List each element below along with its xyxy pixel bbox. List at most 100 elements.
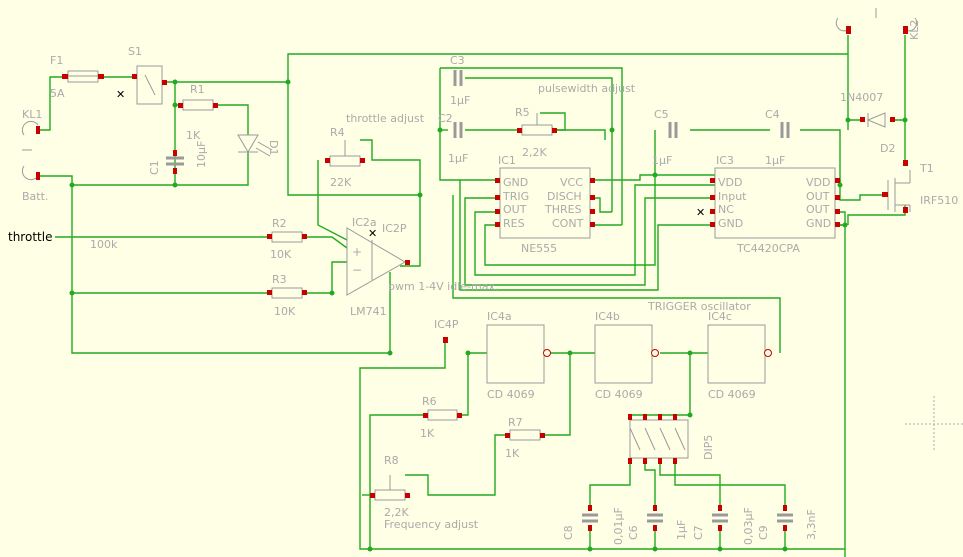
r7-label: R7	[508, 416, 523, 429]
c5-value: 1µF	[652, 154, 672, 167]
r3-label: R3	[272, 273, 287, 286]
pwm-note: pwm 1-4V idle-max.	[388, 280, 498, 293]
opamp-ic2a[interactable]: + − ✕	[346, 227, 410, 296]
led-d1[interactable]	[237, 134, 273, 157]
kl1-label: KL1	[22, 108, 42, 121]
r1-label: R1	[190, 83, 205, 96]
ic2-type: LM741	[350, 305, 387, 318]
resistor-r1[interactable]	[178, 99, 218, 111]
ic3-pin-out-2: OUT	[806, 203, 830, 216]
r7-value: 1K	[505, 447, 520, 460]
ic4a-type: CD 4069	[487, 388, 535, 401]
capacitor-c1[interactable]	[166, 150, 184, 174]
f1-label: F1	[50, 54, 63, 67]
trigger-note: TRIGGER oscillator	[647, 300, 751, 313]
r3-value: 10K	[274, 305, 296, 318]
potentiometer-r4[interactable]	[325, 140, 365, 167]
r5-value: 2,2K	[522, 146, 547, 159]
inverter-ic4c[interactable]	[707, 324, 772, 384]
ic3-pin-nc: NC	[718, 203, 734, 216]
potentiometer-r5[interactable]	[517, 113, 557, 136]
ic1-pin-gnd: GND	[503, 176, 528, 189]
capacitor-c8[interactable]	[582, 505, 598, 531]
t1-label: T1	[919, 162, 934, 175]
ic4b-type: CD 4069	[595, 388, 643, 401]
dip-label: DIP5	[702, 435, 715, 460]
inverter-ic4b[interactable]	[594, 324, 659, 384]
d1-label: D1	[267, 140, 280, 155]
ic3-pin-gnd-left: GND	[718, 217, 743, 230]
ic1-pin-thres: THRES	[544, 203, 582, 216]
t1-type: IRF510	[920, 194, 958, 207]
ic4c-type: CD 4069	[708, 388, 756, 401]
mosfet-t1[interactable]	[882, 160, 911, 213]
capacitor-c6[interactable]	[647, 505, 663, 531]
ic3-tc4420[interactable]: VDD Input NC GND VDD OUT OUT GND ✕	[696, 167, 840, 239]
dip-switch[interactable]	[628, 414, 689, 464]
r8-note: Frequency adjust	[384, 518, 479, 531]
switch-s1[interactable]: ✕	[116, 65, 167, 105]
capacitor-c9[interactable]	[777, 505, 793, 531]
s1-label: S1	[128, 45, 142, 58]
ic1-pin-disch: DISCH	[547, 190, 582, 203]
c3-label: C3	[450, 54, 465, 67]
ic2p-label: IC2P	[382, 222, 407, 235]
c6-value: 1µF	[675, 520, 688, 540]
r6-label: R6	[422, 395, 437, 408]
ic1-pin-trig: TRIG	[502, 190, 529, 203]
capacitor-c7[interactable]	[712, 505, 728, 531]
c8-label: C8	[562, 525, 575, 540]
junction-dots	[69, 79, 908, 552]
diode-1n4007-label: 1N4007	[840, 91, 883, 104]
resistor-r2[interactable]	[267, 231, 307, 243]
svg-text:−: −	[352, 263, 362, 277]
resistor-r7[interactable]	[505, 429, 545, 441]
potentiometer-r8[interactable]	[370, 475, 410, 501]
kl1-terminal[interactable]	[21, 120, 40, 181]
c9-label: C9	[757, 525, 770, 540]
ic3-pin-vdd-left: VDD	[718, 176, 742, 189]
fuse-f1[interactable]	[62, 70, 104, 83]
ic1-pin-res: RES	[503, 217, 525, 230]
capacitor-c2[interactable]	[453, 122, 463, 138]
c7-value: 0,03µF	[742, 507, 755, 545]
c4-label: C4	[765, 108, 780, 121]
c4-value: 1µF	[765, 154, 785, 167]
r1-value: 1K	[186, 129, 201, 142]
throttle-input-label: throttle	[8, 230, 52, 244]
kl2-terminal[interactable]	[835, 8, 918, 34]
ic1-label: IC1	[498, 154, 516, 167]
ic4p-label: IC4P	[434, 318, 459, 331]
ic1-ne555[interactable]: GND TRIG OUT RES VCC DISCH THRES CONT	[495, 167, 595, 239]
ic4c-label: IC4c	[708, 310, 732, 323]
r4-value: 22K	[330, 176, 352, 189]
r2-label: R2	[272, 217, 287, 230]
capacitor-c4[interactable]	[780, 122, 790, 138]
r4-note: throttle adjust	[346, 112, 425, 125]
capacitor-c5[interactable]	[668, 122, 678, 138]
r6-value: 1K	[420, 427, 435, 440]
ic4p-pin	[443, 337, 448, 343]
kl2-label: KL2	[908, 20, 921, 40]
capacitor-c3[interactable]	[453, 70, 463, 86]
ic1-pin-vcc: VCC	[560, 176, 583, 189]
ic4b-label: IC4b	[595, 310, 620, 323]
svg-text:+: +	[352, 245, 362, 259]
wires	[38, 35, 906, 557]
r8-label: R8	[384, 454, 399, 467]
r4-label: R4	[330, 126, 345, 139]
c1-label: C1	[148, 160, 161, 175]
svg-text:✕: ✕	[696, 206, 705, 219]
r5-note: pulsewidth adjust	[538, 82, 636, 95]
ic1-type: NE555	[521, 242, 557, 255]
diode-d2[interactable]	[860, 112, 895, 128]
resistor-r3[interactable]	[267, 287, 307, 299]
c1-value: 10µF	[195, 141, 208, 168]
d2-label: D2	[880, 142, 895, 155]
svg-text:✕: ✕	[368, 227, 377, 240]
inverter-ic4a[interactable]	[486, 324, 551, 384]
r2-note: 100k	[90, 238, 118, 251]
resistor-r6[interactable]	[423, 409, 462, 421]
f1-value: 5A	[50, 87, 65, 100]
